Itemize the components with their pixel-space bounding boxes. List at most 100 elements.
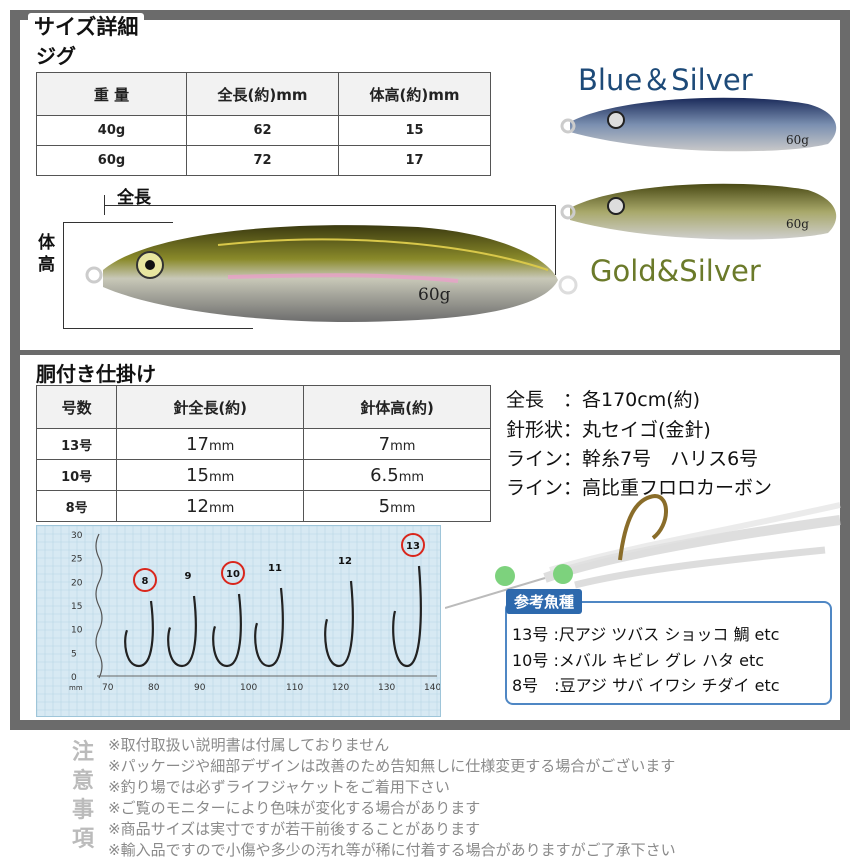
hook-shape [212,593,242,668]
value: 7 [378,433,391,455]
notes-heading-char: 意 [71,769,94,794]
cell-height: 15 [338,115,491,146]
header-length: 全長(約)mm [186,72,339,116]
blue-silver-lure: 60g [560,97,837,152]
header-height: 体高(約)mm [338,72,491,116]
jig-heading: ジグ [36,44,76,68]
reference-line-8: 8号 :豆アジ サバ イワシ チダイ etc [512,676,780,695]
header-hook-length: 針全長(約) [116,385,305,429]
x-tick-label: 80 [148,683,160,693]
table-row: 60g 72 17 [36,145,491,176]
rig-info-line: ライン：幹糸7号 ハリス6号 [506,448,759,470]
value: 15 [186,464,209,486]
note-item: ※商品サイズは実寸ですが若干前後することがあります [108,820,481,838]
hook-shape [254,587,284,668]
reference-fish-box [505,601,832,705]
cell-hook-length: 17mm [116,428,305,460]
note-item: ※輸入品ですので小傷や多少の汚れ等が稀に付着する場合がありますがご了承下さい [108,841,676,859]
hook-shape [324,580,354,668]
length-label: 全長 [117,188,151,208]
length-tick-left [104,195,105,215]
hook-shape [124,600,154,668]
y-tick-label: 20 [71,578,83,588]
table-header-row: 号数 針全長(約) 針体高(約) [35,385,491,429]
color-blue-silver-label: Blue＆Silver [578,63,753,97]
jig-size-table: 重 量 全長(約)mm 体高(約)mm 40g 62 15 60g 72 17 [36,72,491,176]
height-dimension-line [63,222,64,329]
ruler-wavy-edge [95,533,103,679]
height-tick-top [63,222,173,223]
unit: mm [390,438,416,454]
x-tick-label: 130 [378,683,395,693]
hook-label-circle [133,568,157,592]
table-row: 8号 12mm 5mm [35,490,491,522]
x-tick-label: 110 [286,683,303,693]
cell-hook-height: 5mm [303,490,491,522]
section-title: サイズ詳細 [28,13,145,41]
cell-hook-height: 6.5mm [303,459,491,491]
hook-shape [392,565,422,668]
table-header-row: 重 量 全長(約)mm 体高(約)mm [36,72,491,116]
x-tick-label: 140 [424,683,440,693]
notes-heading-char: 項 [71,827,94,852]
table-row: 10号 15mm 6.5mm [35,459,491,491]
notes-heading-char: 事 [71,798,94,823]
note-item: ※パッケージや細部デザインは改善のため告知無しに仕様変更する場合がございます [108,757,676,775]
reference-fish-title: 参考魚種 [506,589,583,614]
height-tick-bottom [63,328,253,329]
notes-heading: 注 意 事 項 [70,738,96,854]
hook-label-circle [221,561,245,585]
reference-line-13: 13号 :尺アジ ツバス ショッコ 鯛 etc [512,625,780,644]
table-row: 40g 62 15 [36,115,491,146]
x-tick-label: 100 [240,683,257,693]
y-tick-label: 15 [71,602,82,612]
rig-photo [445,493,841,609]
cell-size: 13号 [35,428,118,460]
hook-size-label: 9 [185,571,192,582]
header-size: 号数 [35,385,118,429]
rig-heading: 胴付き仕掛け [36,362,156,386]
cell-weight: 60g [36,145,187,176]
y-unit-label: mm [69,684,83,692]
height-label: 体高 [38,233,55,275]
value: 6.5 [370,464,399,486]
lure-weight-mark: 60g [418,285,451,305]
cell-hook-length: 15mm [116,459,305,491]
y-tick-label: 5 [71,649,77,659]
value: 17 [186,433,209,455]
jig-lure-image: 60g [85,225,578,322]
value: 5 [378,495,391,517]
gold-silver-lure: 60g [560,183,837,240]
x-tick-label: 120 [332,683,349,693]
rig-info-line-material: ライン：高比重フロロカーボン [506,477,773,499]
x-tick-label: 90 [194,683,206,693]
note-item: ※取付取扱い説明書は付属しておりません [108,736,390,754]
hook-size-label: 10 [226,569,240,580]
y-tick-label: 10 [71,626,83,636]
notes-heading-char: 注 [71,740,94,765]
color-gold-silver-label: Gold&Silver [590,254,761,288]
hook-shape [167,595,197,668]
table-row: 13号 17mm 7mm [35,428,491,460]
lure-weight-mark: 60g [786,217,809,231]
unit: mm [398,469,425,485]
hook-size-label: 8 [142,576,149,587]
hook-size-label: 12 [338,556,352,567]
cell-size: 8号 [35,490,118,522]
unit: mm [208,469,235,485]
y-tick-label: 30 [71,531,83,541]
unit: mm [390,500,416,516]
hook-label-circle [401,533,425,557]
y-tick-label: 0 [71,673,77,683]
unit: mm [208,500,235,516]
rig-size-table: 号数 針全長(約) 針体高(約) 13号 17mm 7mm 10号 15mm 6… [35,385,491,522]
y-tick-label: 25 [71,555,82,565]
value: 12 [186,495,209,517]
cell-hook-height: 7mm [303,428,491,460]
cell-length: 72 [186,145,339,176]
note-item: ※ご覧のモニターにより色味が変化する場合があります [108,799,481,817]
rig-info-length: 全長 ：各170cm(約) [506,389,701,411]
header-weight: 重 量 [36,72,187,116]
length-dimension-line [104,205,556,206]
